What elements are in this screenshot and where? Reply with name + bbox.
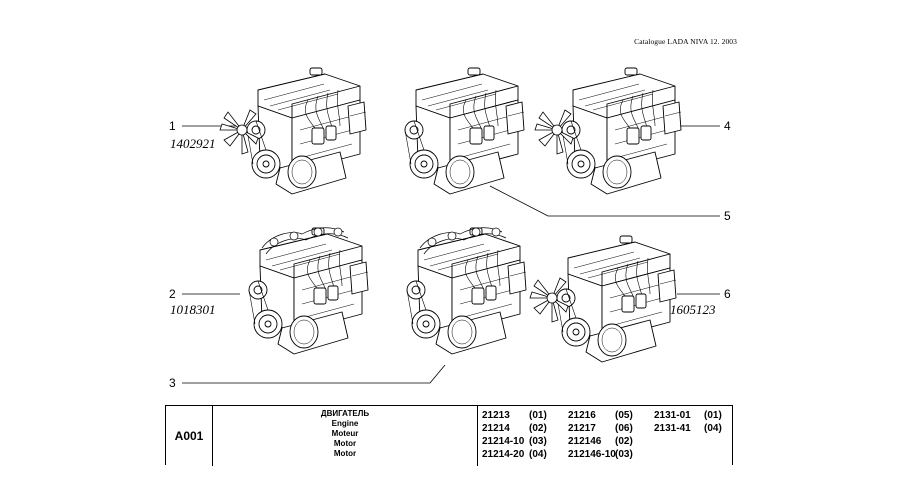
callout-6: 6: [724, 287, 731, 301]
callout-4: 4: [724, 119, 731, 133]
table-code-cell: A001: [166, 406, 213, 466]
name-fr: Moteur: [331, 429, 359, 438]
model-code: 2131-41: [654, 423, 691, 434]
model-variant: (05): [615, 410, 633, 421]
engine-illustration-2: [222, 220, 372, 358]
part-table: A001 ДВИГАТЕЛЬ Engine Moteur Motor Motor…: [165, 405, 734, 466]
model-code: 2131-01: [654, 410, 691, 421]
engine-illustration-6: [530, 228, 680, 366]
part-number-1: 1402921: [170, 136, 216, 151]
engine-illustration-4: [535, 60, 685, 198]
model-code: 212146: [568, 436, 602, 447]
callout-3: 3: [169, 376, 176, 390]
model-variant: (04): [529, 449, 547, 460]
callout-5: 5: [724, 209, 731, 223]
model-code: 21213: [482, 410, 510, 421]
model-code: 21217: [568, 423, 596, 434]
name-en: Engine: [331, 419, 359, 428]
model-code: 21214-10: [482, 436, 525, 447]
model-entry: 2131-01 (01): [654, 410, 722, 421]
engine-illustration-1: [220, 60, 370, 198]
part-number-6: 1605123: [670, 302, 716, 317]
model-entry: 21214 (02): [482, 423, 547, 434]
model-entry: 21216 (05): [568, 410, 633, 421]
engine-illustration-5: [378, 60, 528, 198]
model-variant: (03): [615, 449, 633, 460]
model-entry: 212146 (02): [568, 436, 633, 447]
part-number-2: 1018301: [170, 302, 216, 317]
model-variant: (03): [529, 436, 547, 447]
model-variant: (02): [529, 423, 547, 434]
table-models-cell: 21213 (01) 21214 (02) 21214-10 (03) 2121…: [478, 406, 734, 466]
model-code: 21214: [482, 423, 510, 434]
model-entry: 2131-41 (04): [654, 423, 722, 434]
name-de: Motor: [333, 439, 357, 448]
callout-2: 2: [169, 287, 176, 301]
engine-illustration-3: [380, 220, 530, 358]
model-entry: 21214-20 (04): [482, 449, 547, 460]
model-variant: (01): [704, 410, 722, 421]
model-code: 21216: [568, 410, 596, 421]
model-code: 212146-10: [568, 449, 616, 460]
model-variant: (06): [615, 423, 633, 434]
catalogue-header: Catalogue LADA NIVA 12. 2003: [634, 37, 737, 46]
model-variant: (02): [615, 436, 633, 447]
model-entry: 21217 (06): [568, 423, 633, 434]
name-ru: ДВИГАТЕЛЬ: [320, 409, 370, 418]
table-names-cell: ДВИГАТЕЛЬ Engine Moteur Motor Motor: [213, 406, 478, 466]
model-code: 21214-20: [482, 449, 525, 460]
model-variant: (04): [704, 423, 722, 434]
model-entry: 212146-10 (03): [568, 449, 633, 460]
name-es: Motor: [333, 449, 357, 458]
model-entry: 21213 (01): [482, 410, 547, 421]
callout-1: 1: [169, 119, 176, 133]
model-variant: (01): [529, 410, 547, 421]
model-entry: 21214-10 (03): [482, 436, 547, 447]
